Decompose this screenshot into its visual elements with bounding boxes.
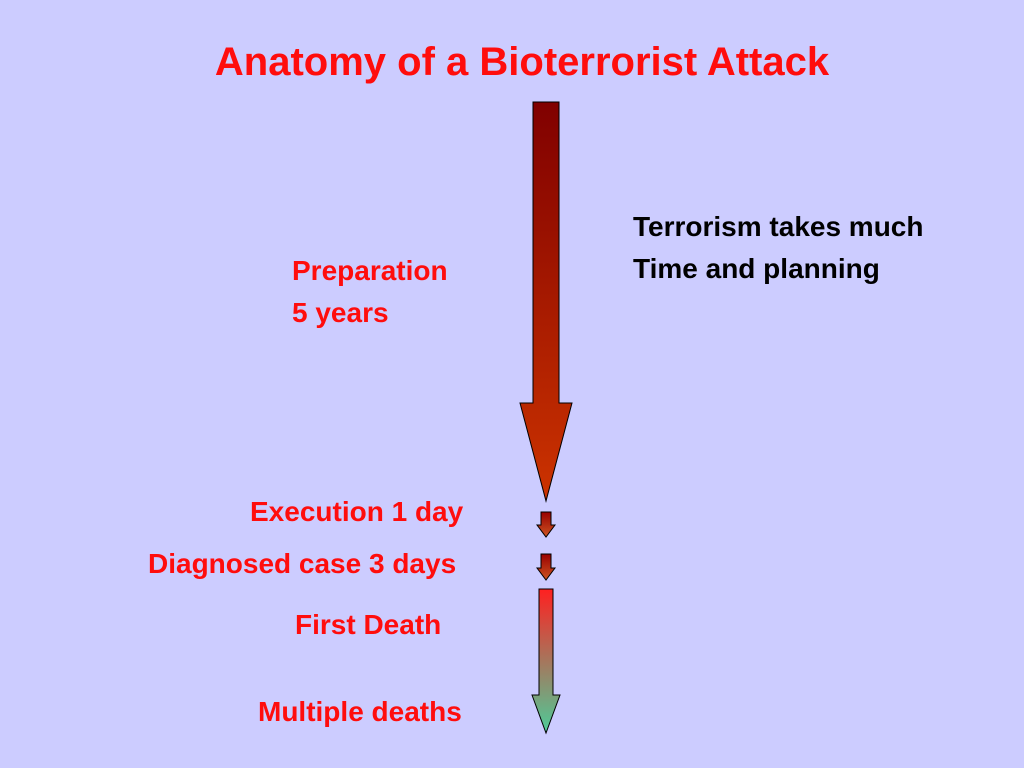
planning-note: Terrorism takes much Time and planning	[633, 206, 924, 290]
preparation-label: Preparation 5 years	[292, 250, 448, 334]
diagnosed-arrow	[536, 553, 556, 581]
planning-note-line-2: Time and planning	[633, 253, 880, 284]
slide-title: Anatomy of a Bioterrorist Attack	[214, 40, 830, 84]
multiple-deaths-label: Multiple deaths	[258, 696, 462, 727]
preparation-duration: 5 years	[292, 297, 389, 328]
preparation-title: Preparation	[292, 255, 448, 286]
preparation-arrow	[519, 101, 573, 503]
execution-label: Execution 1 day	[250, 496, 464, 527]
first-death-label: First Death	[295, 609, 442, 640]
planning-note-line-1: Terrorism takes much	[633, 211, 924, 242]
diagnosed-label: Diagnosed case 3 days	[148, 548, 457, 579]
execution-arrow	[536, 511, 556, 538]
death-arrow	[531, 588, 561, 735]
